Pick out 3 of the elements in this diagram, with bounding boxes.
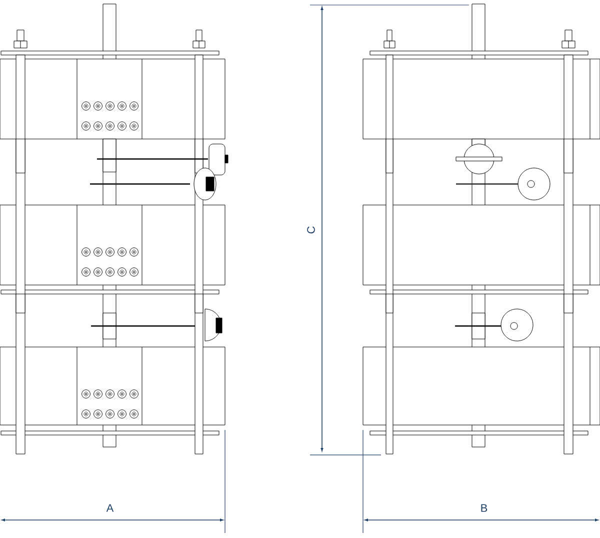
dimension-label: B — [481, 504, 488, 512]
dimension-label: C — [307, 226, 315, 234]
dimension-label: A — [106, 504, 114, 512]
